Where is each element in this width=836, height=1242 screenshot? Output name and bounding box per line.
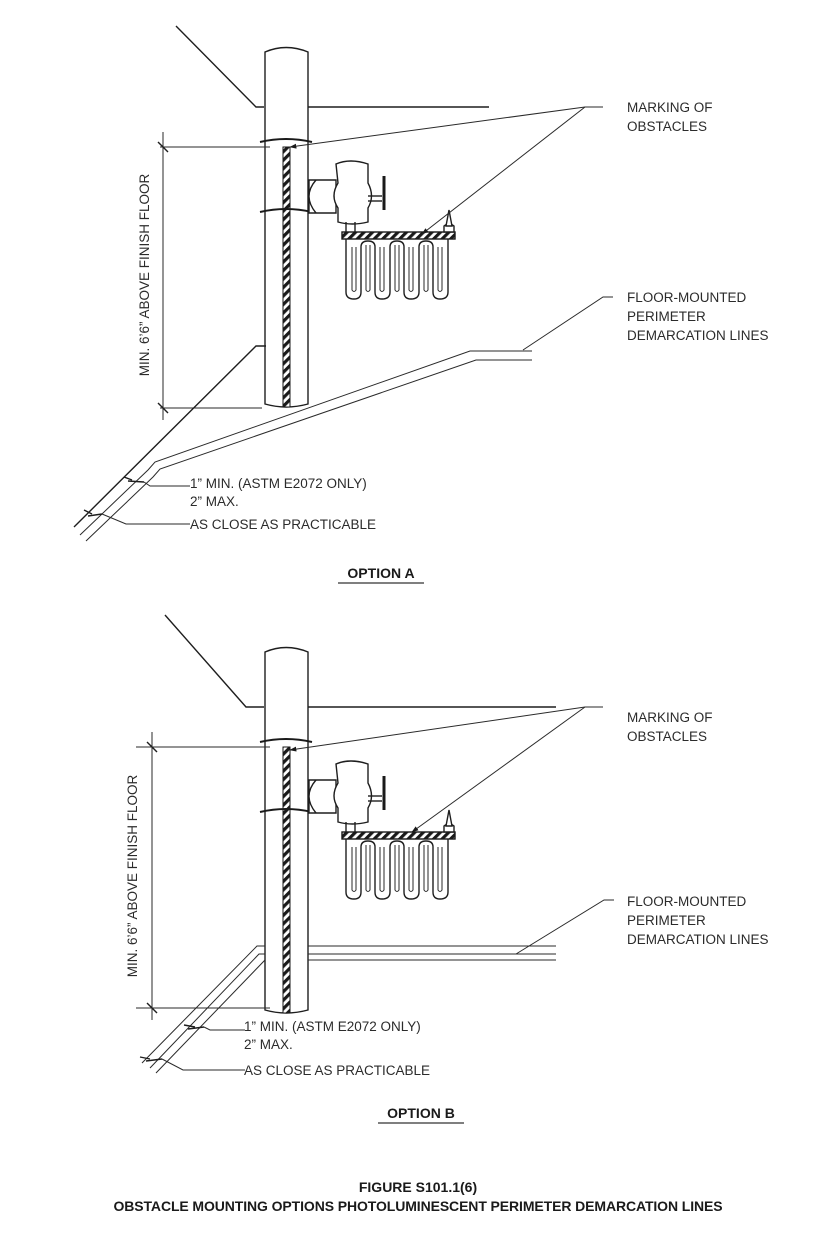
spacing-label: 1” MIN. (ASTM E2072 ONLY) (190, 476, 367, 491)
hatched-marking-stripe-icon (282, 746, 291, 1014)
as-close-label: AS CLOSE AS PRACTICABLE (244, 1063, 430, 1078)
as-close-label: AS CLOSE AS PRACTICABLE (190, 517, 376, 532)
height-dimension-label: MIN. 6’6” ABOVE FINISH FLOOR (125, 774, 140, 977)
marking-of-obstacles-label: MARKING OF (627, 100, 713, 115)
option-b-drawing: MIN. 6’6” ABOVE FINISH FLOOR MARKING OF … (125, 614, 769, 1124)
floor-edge-line (73, 345, 266, 528)
option-a-drawing: MIN. 6’6” ABOVE FINISH FLOOR MARKING OF … (73, 25, 769, 584)
floor-mounted-label-3: DEMARCATION LINES (627, 932, 769, 947)
floor-mounted-label: FLOOR-MOUNTED (627, 894, 746, 909)
marking-of-obstacles-label-2: OBSTACLES (627, 729, 707, 744)
figure-number: FIGURE S101.1(6) (358, 1179, 478, 1195)
marking-of-obstacles-label-2: OBSTACLES (627, 119, 707, 134)
spacing-label-2: 2” MAX. (244, 1037, 293, 1052)
hatched-marking-stripe-icon (282, 146, 291, 408)
marking-of-obstacles-label: MARKING OF (627, 710, 713, 725)
figure-title: OBSTACLE MOUNTING OPTIONS PHOTOLUMINESCE… (113, 1198, 723, 1214)
floor-mounted-label-3: DEMARCATION LINES (627, 328, 769, 343)
floor-mounted-label: FLOOR-MOUNTED (627, 290, 746, 305)
floor-mounted-label-2: PERIMETER (627, 309, 706, 324)
wall-edge-line (175, 25, 264, 108)
option-b-title: OPTION B (387, 1105, 455, 1121)
floor-mounted-label-2: PERIMETER (627, 913, 706, 928)
option-a-title: OPTION A (347, 565, 414, 581)
height-dimension-label: MIN. 6’6” ABOVE FINISH FLOOR (137, 173, 152, 376)
spacing-label: 1” MIN. (ASTM E2072 ONLY) (244, 1019, 421, 1034)
spacing-label-2: 2” MAX. (190, 494, 239, 509)
